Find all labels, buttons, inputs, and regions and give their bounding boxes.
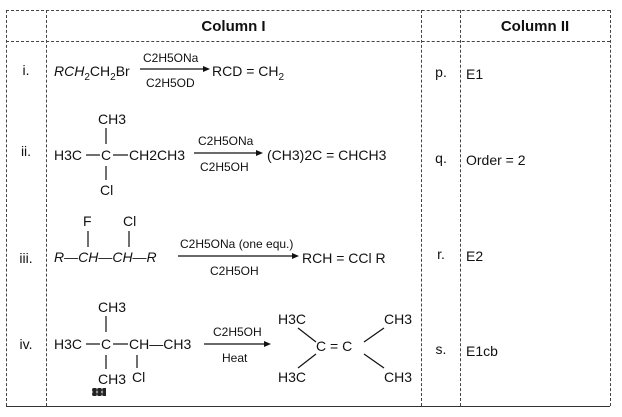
reaction-4-product-bond-bl — [297, 353, 317, 369]
reaction-3-chain: R—CH—CH—R — [54, 249, 157, 265]
reaction-2-bottom-group: Cl — [100, 182, 113, 198]
column-divider-3 — [460, 10, 461, 406]
column-divider-1 — [46, 10, 47, 406]
reaction-4-bottom-group: CH3 — [98, 371, 126, 387]
reaction-1-reagent-bottom: C2H5OD — [146, 76, 195, 90]
reaction-1-reagent-top: C2H5ONa — [143, 51, 199, 65]
reaction-4-product-bond-br — [363, 353, 385, 369]
reaction-4-product-center: C = C — [316, 338, 352, 354]
row-number-2: ii. — [20, 143, 32, 159]
column-2-header: Column II — [500, 18, 570, 35]
reaction-1-product: RCD = CH2 — [212, 63, 285, 83]
reaction-4-product-bottom-left: H3C — [278, 369, 306, 385]
reaction-2-arrowhead — [256, 150, 263, 156]
reaction-2-reagent-bottom: C2H5OH — [200, 160, 249, 174]
column-1-header: Column I — [201, 18, 266, 35]
reaction-4-chlorine: Cl — [132, 369, 145, 385]
option-p-text: E1 — [466, 66, 484, 82]
reaction-3-chlorine: Cl — [123, 213, 136, 229]
reaction-4-arrowhead — [264, 341, 271, 347]
reaction-4-product-bottom-right: CH3 — [384, 369, 412, 385]
reaction-4-left-group: H3C — [54, 336, 82, 352]
header-divider — [6, 41, 610, 42]
ink-smudge-mark — [92, 388, 106, 396]
reaction-3-fluorine: F — [83, 213, 92, 229]
reaction-4-product-top-left: H3C — [278, 311, 306, 327]
option-s-text: E1cb — [466, 343, 498, 359]
option-r-text: E2 — [466, 248, 484, 264]
reaction-3: F Cl R—CH—CH—R C2H5ONa (one equ.) C2H5OH… — [54, 213, 386, 278]
reaction-3-reagent-top: C2H5ONa (one equ.) — [180, 237, 293, 251]
reaction-3-product: RCH = CCl R — [302, 250, 386, 266]
option-letter-s: s. — [435, 341, 447, 357]
table-border-left — [6, 10, 7, 406]
table-border-top — [6, 10, 610, 11]
reaction-3-reagent-bottom: C2H5OH — [210, 264, 259, 278]
reaction-2-product: (CH3)2C = CHCH3 — [267, 147, 387, 163]
option-q-text: Order = 2 — [466, 152, 526, 168]
reaction-4-right-group: CH—CH3 — [129, 336, 191, 352]
column-divider-2 — [421, 10, 422, 406]
reaction-2-top-group: CH3 — [98, 111, 126, 127]
reaction-2-reagent-top: C2H5ONa — [198, 134, 254, 148]
table-border-bottom — [6, 406, 610, 407]
reaction-4-product-top-right: CH3 — [384, 311, 412, 327]
reaction-1-arrowhead — [203, 66, 210, 72]
row-number-1: i. — [22, 62, 30, 78]
option-letter-q: q. — [435, 150, 447, 166]
reaction-2-right-group: CH2CH3 — [129, 147, 185, 163]
reaction-4-product-bond-tr — [363, 327, 385, 343]
reaction-4: CH3 H3C C CH—CH3 CH3 Cl C2H5OH Heat H3C … — [54, 299, 412, 387]
reaction-2: CH3 H3C C CH2CH3 Cl C2H5ONa C2H5OH (CH3)… — [54, 111, 387, 198]
reaction-4-center-carbon: C — [101, 336, 111, 352]
reaction-4-product-bond-tl — [297, 327, 317, 343]
reaction-2-center-carbon: C — [101, 147, 111, 163]
reaction-2-left-group: H3C — [54, 147, 82, 163]
reaction-3-arrowhead — [292, 253, 299, 259]
reaction-1: RCH2CH2Br C2H5ONa C2H5OD RCD = CH2 — [54, 51, 285, 90]
reaction-4-reagent-top: C2H5OH — [213, 325, 262, 339]
option-letter-p: p. — [435, 64, 447, 80]
table-border-right — [610, 10, 611, 406]
reaction-4-reagent-bottom: Heat — [222, 351, 248, 365]
option-letter-r: r. — [437, 246, 445, 262]
row-number-4: iv. — [19, 336, 33, 352]
reaction-1-reactant: RCH2CH2Br — [54, 63, 130, 83]
reaction-4-top-group: CH3 — [98, 299, 126, 315]
row-number-3: iii. — [19, 250, 33, 266]
